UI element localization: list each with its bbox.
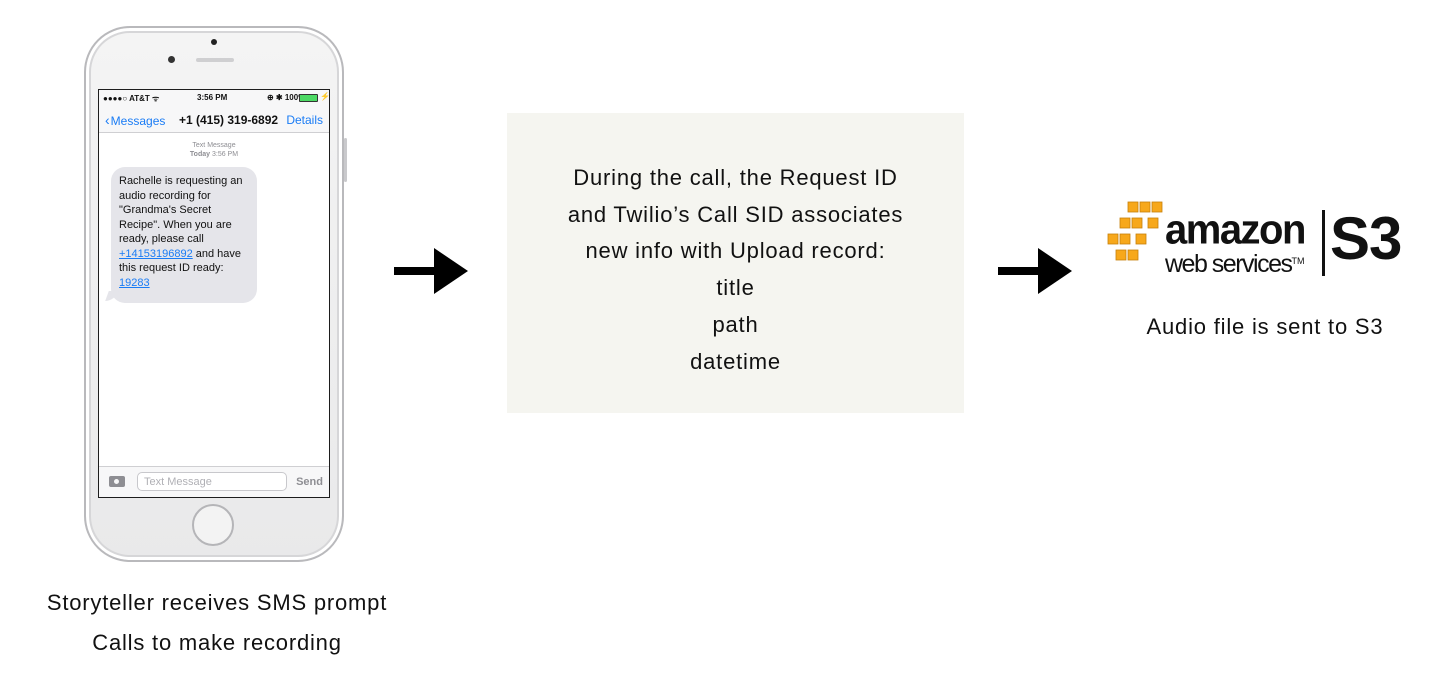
info-line: new info with Upload record: bbox=[585, 238, 886, 264]
call-info-box: During the call, the Request ID and Twil… bbox=[507, 113, 964, 413]
amazon-wordmark: amazon bbox=[1165, 206, 1306, 254]
side-button bbox=[344, 138, 347, 182]
message-text-2: and have this request ID ready: bbox=[119, 247, 242, 275]
field-path: path bbox=[712, 311, 759, 337]
chevron-left-icon: ‹ bbox=[105, 112, 110, 128]
phone-caption-line1: Storyteller receives SMS prompt bbox=[46, 590, 388, 615]
phone-number-link[interactable]: +14153196892 bbox=[119, 247, 193, 260]
aws-cubes-icon bbox=[1107, 201, 1163, 261]
info-line: During the call, the Request ID bbox=[573, 165, 898, 190]
status-bar: ●●●●○ AT&T ᯤ 3:56 PM ⊕ ✱ 100% ⚡ bbox=[99, 90, 329, 106]
carrier-signal: ●●●●○ AT&T ᯤ bbox=[103, 94, 160, 103]
message-bubble: Rachelle is requesting an audio recordin… bbox=[111, 167, 257, 303]
earpiece-speaker bbox=[196, 58, 234, 62]
message-type: Text Message bbox=[192, 142, 236, 149]
message-input[interactable]: Text Message bbox=[137, 472, 287, 491]
web-services-wordmark: web servicesTM bbox=[1165, 250, 1305, 278]
message-timestamp: Text Message Today 3:56 PM bbox=[99, 141, 329, 159]
front-camera bbox=[211, 39, 217, 45]
home-button bbox=[192, 504, 234, 546]
s3-caption: Audio file is sent to S3 bbox=[1146, 314, 1384, 339]
battery-icon bbox=[299, 94, 318, 102]
contact-number: +1 (415) 319-6892 bbox=[179, 113, 279, 127]
field-datetime: datetime bbox=[690, 348, 781, 374]
aws-s3-logo: amazon web servicesTM S3 bbox=[1106, 200, 1426, 280]
details-button[interactable]: Details bbox=[286, 113, 323, 127]
phone-screen: ●●●●○ AT&T ᯤ 3:56 PM ⊕ ✱ 100% ⚡ ‹Message… bbox=[98, 89, 330, 498]
compose-bar: Text Message Send bbox=[99, 466, 329, 497]
arrow-right-icon bbox=[998, 248, 1072, 294]
message-text-1: Rachelle is requesting an audio recordin… bbox=[119, 175, 243, 245]
back-label: Messages bbox=[110, 114, 166, 128]
phone-caption-line2: Calls to make recording bbox=[92, 630, 342, 655]
iphone-mockup: ●●●●○ AT&T ᯤ 3:56 PM ⊕ ✱ 100% ⚡ ‹Message… bbox=[84, 26, 347, 562]
request-id-link[interactable]: 19283 bbox=[119, 276, 150, 289]
charging-icon: ⚡ bbox=[320, 92, 330, 101]
proximity-sensor bbox=[168, 56, 175, 63]
status-time: 3:56 PM bbox=[197, 93, 228, 102]
messages-nav-bar: ‹Messages +1 (415) 319-6892 Details bbox=[99, 106, 329, 133]
arrow-right-icon bbox=[394, 248, 468, 294]
camera-icon[interactable] bbox=[109, 476, 125, 487]
message-time: Today 3:56 PM bbox=[189, 151, 239, 158]
battery-percent: ⊕ ✱ 100% bbox=[267, 93, 306, 102]
back-button[interactable]: ‹Messages bbox=[105, 112, 165, 128]
info-line: and Twilio’s Call SID associates bbox=[567, 201, 904, 227]
call-info-text: During the call, the Request ID and Twil… bbox=[507, 160, 964, 380]
field-title: title bbox=[716, 275, 755, 301]
logo-divider bbox=[1322, 210, 1325, 276]
send-button[interactable]: Send bbox=[296, 476, 323, 488]
s3-wordmark: S3 bbox=[1330, 205, 1402, 272]
